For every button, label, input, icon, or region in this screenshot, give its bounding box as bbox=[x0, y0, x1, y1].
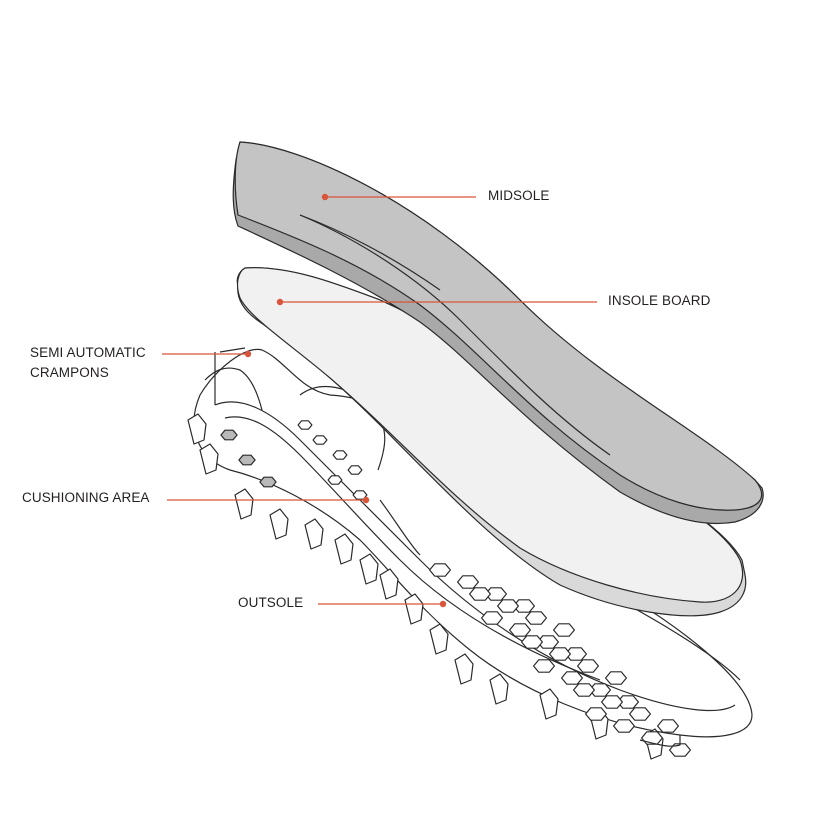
outsole-hex-tread bbox=[429, 563, 451, 577]
outsole-hex-tread bbox=[640, 731, 664, 745]
outsole-hex-tread bbox=[584, 707, 608, 721]
crampon-hex bbox=[238, 454, 256, 466]
crampon-hex bbox=[220, 429, 238, 441]
outsole-shape bbox=[187, 347, 753, 760]
outsole-lug bbox=[404, 593, 424, 625]
outsole-hex-tread bbox=[548, 647, 572, 661]
outsole-hex-tread bbox=[612, 719, 636, 733]
midsole-shape bbox=[232, 141, 764, 525]
outsole-hex-tread bbox=[604, 671, 628, 685]
label-outsole: OUTSOLE bbox=[238, 595, 304, 610]
label-midsole: MIDSOLE bbox=[488, 188, 550, 203]
cushioning-cell bbox=[297, 420, 313, 430]
outsole-hex-tread bbox=[532, 659, 556, 673]
crampons-dot bbox=[244, 350, 252, 358]
outsole-lug bbox=[379, 568, 399, 600]
outsole-hex-tread bbox=[560, 671, 584, 685]
outsole-lug bbox=[199, 443, 219, 475]
outsole-lug bbox=[429, 623, 449, 655]
outsole-dot bbox=[439, 600, 447, 608]
outsole-lug bbox=[454, 653, 474, 685]
outsole-lug bbox=[234, 488, 254, 520]
outsole-lug bbox=[359, 553, 379, 585]
label-insole-board: INSOLE BOARD bbox=[608, 293, 711, 308]
crampon-hex bbox=[259, 476, 277, 488]
outsole-hex-tread bbox=[656, 719, 680, 733]
outsole-hex-tread bbox=[668, 743, 692, 757]
cushioning-cell bbox=[332, 450, 348, 460]
outsole-lug bbox=[187, 413, 207, 445]
label-cushioning-area: CUSHIONING AREA bbox=[22, 490, 150, 505]
outsole-hex-tread bbox=[628, 707, 652, 721]
cushioning-cell bbox=[312, 435, 328, 445]
outsole-lug bbox=[539, 688, 559, 720]
cushioning-cell bbox=[327, 475, 343, 485]
outsole-hex-tread bbox=[497, 599, 520, 613]
outsole-hex-tread bbox=[457, 575, 479, 589]
outsole-hex-tread bbox=[552, 623, 576, 637]
cushioning-cell bbox=[347, 465, 363, 475]
cushioning-dot bbox=[362, 496, 370, 504]
outsole-lug bbox=[334, 533, 354, 565]
outsole-hex-tread bbox=[469, 587, 491, 601]
outsole-hex-tread bbox=[576, 659, 600, 673]
outsole-lug bbox=[489, 673, 509, 705]
outsole-hex-tread bbox=[481, 611, 503, 625]
label-crampons-line2: CRAMPONS bbox=[30, 365, 109, 380]
midsole-dot bbox=[321, 193, 329, 201]
outsole-lug bbox=[304, 518, 324, 550]
insole-board-dot bbox=[276, 298, 284, 306]
outsole-hex-tread bbox=[600, 695, 624, 709]
outsole-hex-tread bbox=[509, 623, 532, 637]
outsole-lug bbox=[269, 508, 289, 540]
label-crampons-line1: SEMI AUTOMATIC bbox=[30, 345, 146, 360]
outsole-hex-tread bbox=[572, 683, 596, 697]
outsole-hex-tread bbox=[524, 611, 548, 625]
outsole-hex-tread bbox=[520, 635, 544, 649]
